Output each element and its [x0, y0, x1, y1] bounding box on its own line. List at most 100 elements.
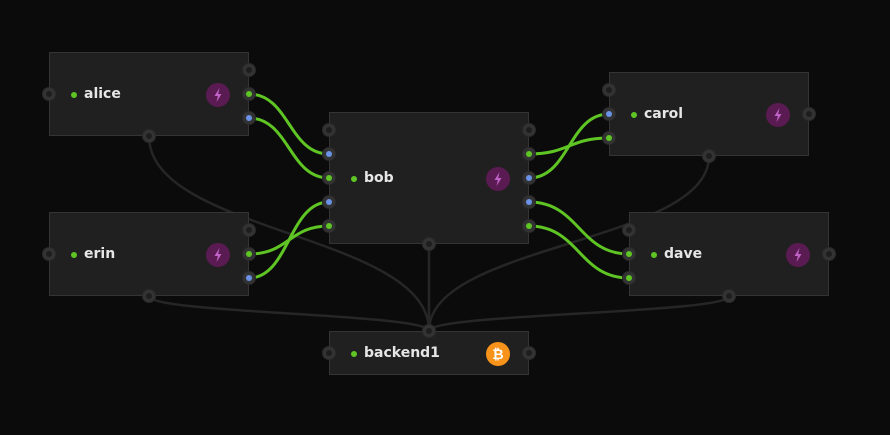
port-dot-icon: [706, 153, 712, 159]
port-bob-8[interactable]: [522, 195, 536, 209]
port-bob-2[interactable]: [322, 171, 336, 185]
port-dot-icon: [46, 91, 52, 97]
node-bob[interactable]: bob: [329, 112, 529, 244]
port-erin-0[interactable]: [42, 247, 56, 261]
port-dot-icon: [806, 111, 812, 117]
port-dot-icon: [326, 199, 332, 205]
backend-link-alice[interactable]: [147, 134, 431, 333]
port-dot-icon: [526, 151, 532, 157]
port-dot-icon: [426, 328, 432, 334]
lightning-icon: [766, 103, 790, 127]
port-erin-2[interactable]: [242, 247, 256, 261]
port-alice-3[interactable]: [242, 111, 256, 125]
port-bob-0[interactable]: [322, 123, 336, 137]
lightning-icon: [206, 83, 230, 107]
port-erin-4[interactable]: [142, 289, 156, 303]
port-dave-3[interactable]: [822, 247, 836, 261]
port-dot-icon: [526, 127, 532, 133]
lightning-icon: [786, 243, 810, 267]
port-dave-0[interactable]: [622, 223, 636, 237]
port-carol-1[interactable]: [602, 107, 616, 121]
port-bob-7[interactable]: [522, 171, 536, 185]
port-dot-icon: [246, 275, 252, 281]
svg-text:₿: ₿: [492, 347, 503, 363]
node-label: dave: [664, 246, 703, 262]
port-carol-2[interactable]: [602, 131, 616, 145]
channel-link-bob-dave[interactable]: [527, 200, 631, 256]
port-alice-1[interactable]: [242, 63, 256, 77]
node-dave[interactable]: dave: [629, 212, 829, 296]
port-dot-icon: [246, 251, 252, 257]
port-carol-4[interactable]: [702, 149, 716, 163]
port-dot-icon: [626, 275, 632, 281]
port-bob-3[interactable]: [322, 195, 336, 209]
port-dot-icon: [826, 251, 832, 257]
status-dot-icon: [631, 112, 637, 118]
channel-link-bob-dave[interactable]: [527, 224, 631, 280]
channel-link-bob-carol[interactable]: [527, 112, 611, 180]
port-dot-icon: [526, 199, 532, 205]
port-erin-1[interactable]: [242, 223, 256, 237]
port-bob-9[interactable]: [522, 219, 536, 233]
port-backend1-1[interactable]: [322, 346, 336, 360]
port-dot-icon: [246, 91, 252, 97]
port-dot-icon: [606, 87, 612, 93]
node-label: backend1: [364, 345, 440, 361]
status-dot-icon: [351, 176, 357, 182]
port-dot-icon: [626, 251, 632, 257]
port-backend1-0[interactable]: [422, 324, 436, 338]
port-dot-icon: [146, 293, 152, 299]
port-dave-4[interactable]: [722, 289, 736, 303]
node-erin[interactable]: erin: [49, 212, 249, 296]
node-alice[interactable]: alice: [49, 52, 249, 136]
node-backend1[interactable]: backend1 ₿: [329, 331, 529, 375]
port-alice-2[interactable]: [242, 87, 256, 101]
status-dot-icon: [351, 351, 357, 357]
port-bob-4[interactable]: [322, 219, 336, 233]
port-bob-1[interactable]: [322, 147, 336, 161]
port-dot-icon: [326, 175, 332, 181]
port-dot-icon: [426, 241, 432, 247]
node-label: bob: [364, 170, 394, 186]
port-dave-1[interactable]: [622, 247, 636, 261]
port-dot-icon: [526, 350, 532, 356]
channel-link-alice-bob[interactable]: [247, 92, 331, 156]
port-dot-icon: [606, 135, 612, 141]
backend-link-dave[interactable]: [427, 294, 731, 333]
lightning-icon: [206, 243, 230, 267]
channel-link-erin-bob[interactable]: [247, 200, 331, 280]
port-dot-icon: [246, 115, 252, 121]
port-bob-10[interactable]: [422, 237, 436, 251]
bitcoin-icon: ₿: [486, 342, 510, 366]
port-dot-icon: [146, 133, 152, 139]
backend-link-erin[interactable]: [147, 294, 431, 333]
port-dave-2[interactable]: [622, 271, 636, 285]
port-dot-icon: [626, 227, 632, 233]
port-dot-icon: [246, 227, 252, 233]
port-dot-icon: [246, 67, 252, 73]
lightning-icon: [486, 167, 510, 191]
port-erin-3[interactable]: [242, 271, 256, 285]
channel-link-alice-bob[interactable]: [247, 116, 331, 180]
port-carol-3[interactable]: [802, 107, 816, 121]
status-dot-icon: [651, 252, 657, 258]
port-dot-icon: [326, 127, 332, 133]
node-carol[interactable]: carol: [609, 72, 809, 156]
port-dot-icon: [726, 293, 732, 299]
port-dot-icon: [326, 151, 332, 157]
port-alice-0[interactable]: [42, 87, 56, 101]
port-carol-0[interactable]: [602, 83, 616, 97]
port-bob-6[interactable]: [522, 147, 536, 161]
status-dot-icon: [71, 252, 77, 258]
port-dot-icon: [326, 350, 332, 356]
port-dot-icon: [46, 251, 52, 257]
port-dot-icon: [606, 111, 612, 117]
port-alice-4[interactable]: [142, 129, 156, 143]
port-bob-5[interactable]: [522, 123, 536, 137]
port-dot-icon: [526, 175, 532, 181]
status-dot-icon: [71, 92, 77, 98]
node-label: alice: [84, 86, 121, 102]
port-backend1-2[interactable]: [522, 346, 536, 360]
